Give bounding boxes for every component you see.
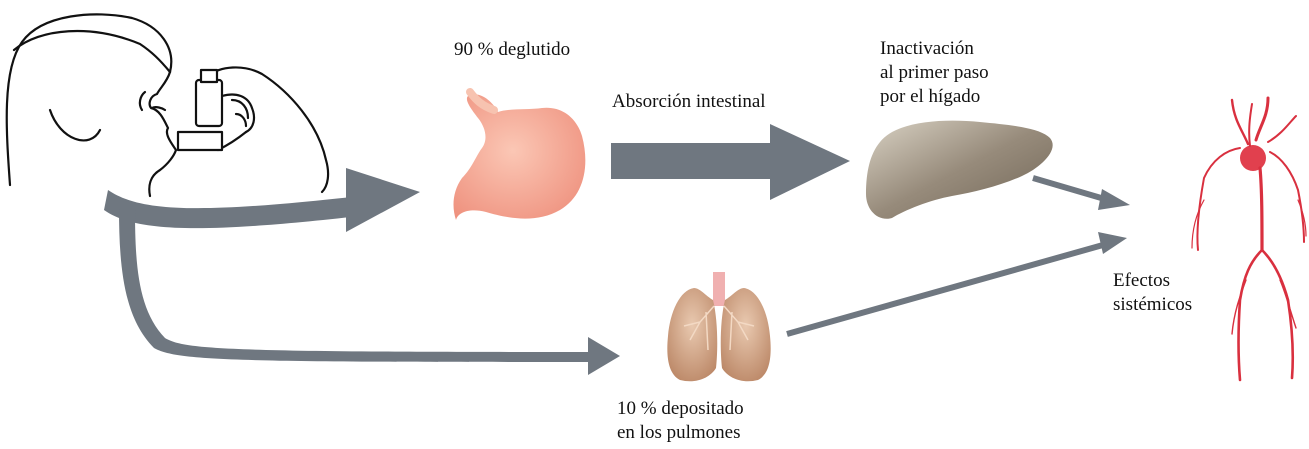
label-systemic-effects: Efectos sistémicos <box>1113 269 1192 317</box>
label-lungs-deposited: 10 % depositado en los pulmones <box>617 397 744 445</box>
label-liver-inactivation: Inactivación al primer paso por el hígad… <box>880 37 989 109</box>
liver-icon <box>866 120 1053 219</box>
arrow-mouth-to-stomach <box>104 168 420 232</box>
stomach-icon <box>453 88 586 220</box>
blood-vessels-icon <box>1191 96 1307 382</box>
label-intestinal-absorption: Absorción intestinal <box>612 91 766 112</box>
label-lungs-line-2: en los pulmones <box>617 422 741 443</box>
arrow-intestinal-absorption <box>611 124 850 200</box>
label-swallowed: 90 % deglutido <box>454 39 571 60</box>
label-systemic-line-2: sistémicos <box>1113 294 1193 315</box>
arrow-to-lungs <box>119 208 620 375</box>
label-lungs-line-1: 10 % depositado <box>617 398 744 419</box>
label-liver-line-3: por el hígado <box>880 86 981 107</box>
label-systemic-line-1: Efectos <box>1113 270 1170 291</box>
arrow-liver-to-systemic <box>1032 175 1130 210</box>
arrow-lungs-to-systemic <box>786 232 1127 337</box>
person-inhaler-icon <box>5 13 330 198</box>
label-liver-line-1: Inactivación <box>880 38 974 59</box>
lungs-icon <box>667 272 771 382</box>
label-liver-line-2: al primer paso <box>880 62 989 83</box>
